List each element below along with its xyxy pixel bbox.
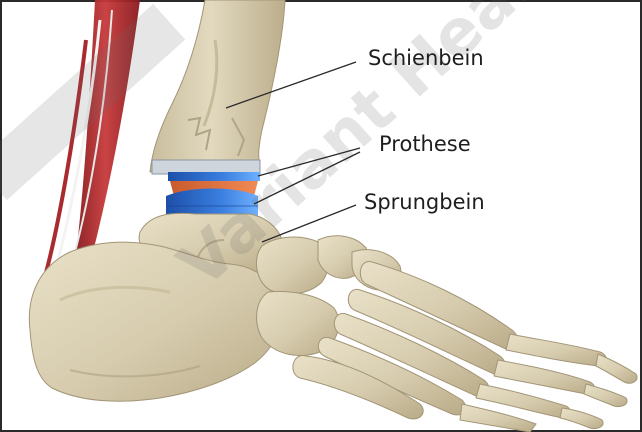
label-talus: Sprungbein bbox=[364, 192, 485, 213]
label-tibia: Schienbein bbox=[368, 48, 484, 69]
label-prosthesis: Prothese bbox=[379, 134, 471, 155]
